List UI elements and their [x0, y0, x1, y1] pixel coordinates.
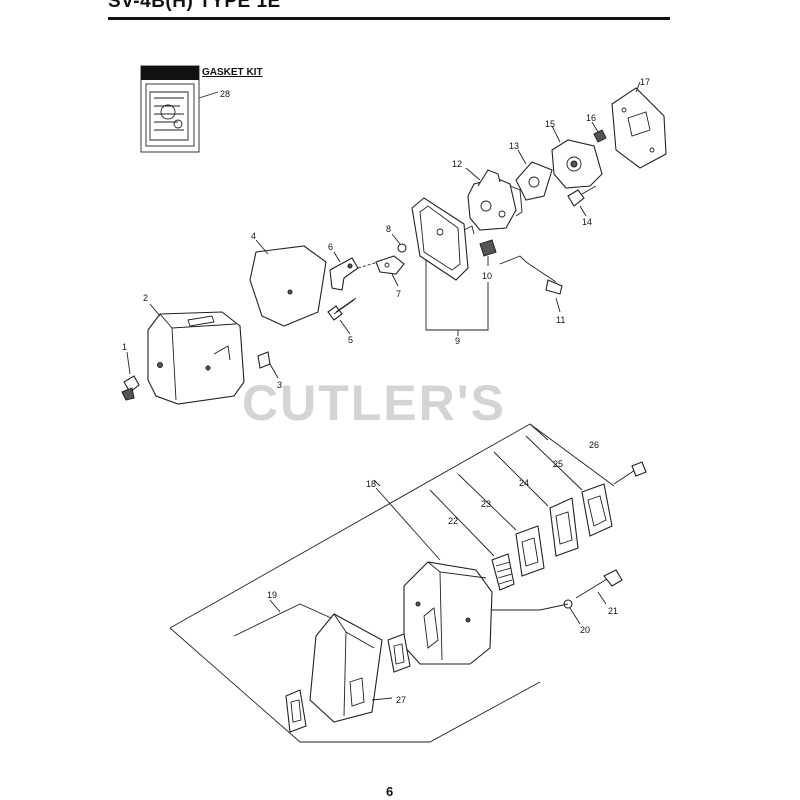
callout-8: 8: [386, 224, 391, 234]
part-5-bolt: [327, 297, 357, 321]
callout-9: 9: [455, 336, 460, 346]
callout-7: 7: [396, 289, 401, 299]
part-10-bushing: [479, 239, 497, 257]
callout-3: 3: [277, 380, 282, 390]
part-17-gasket: [611, 87, 667, 169]
callout-17: 17: [640, 77, 650, 87]
callout-23: 23: [481, 499, 491, 509]
exhaust-gasket-lower: [285, 689, 307, 733]
part-6-bracket: [329, 257, 379, 291]
exhaust-gasket-upper: [387, 633, 411, 673]
part-26-bolt: [613, 461, 647, 485]
part-12-carburetor: [467, 169, 523, 231]
callout-22: 22: [448, 516, 458, 526]
part-7-plate: [375, 255, 405, 275]
callout-5: 5: [348, 335, 353, 345]
callout-13: 13: [509, 141, 519, 151]
part-24-gasket: [549, 497, 579, 557]
part-21-bolt: [575, 569, 623, 599]
callout-24: 24: [519, 478, 529, 488]
callout-11: 11: [556, 315, 565, 325]
header-rule: [108, 17, 670, 20]
part-15-housing: [551, 139, 603, 189]
callout-27: 27: [396, 695, 406, 705]
part-4-filter-element: [249, 245, 327, 327]
part-13-insulator: [515, 161, 553, 201]
gasket-kit-illustration: [140, 65, 200, 153]
callout-16: 16: [586, 113, 596, 123]
watermark: CUTLER'S: [242, 375, 506, 431]
part-23-gasket: [515, 525, 545, 577]
page-number: 6: [386, 784, 394, 799]
callout-25: 25: [553, 459, 563, 469]
callout-6: 6: [328, 242, 333, 252]
page-header-title: SV-4B(H) TYPE 1E: [108, 0, 281, 12]
part-2-air-cleaner-cover: [147, 311, 245, 405]
gasket-kit-label: GASKET KIT: [202, 67, 263, 78]
callout-15: 15: [545, 119, 555, 129]
leader-28: [198, 91, 219, 99]
callout-10: 10: [482, 271, 492, 281]
callout-20: 20: [580, 625, 590, 635]
part-8-washer: [397, 243, 407, 253]
part-9-air-cleaner-base: [411, 197, 475, 281]
part-18-muffler: [403, 561, 493, 665]
part-25-plate: [581, 483, 613, 537]
callout-12: 12: [452, 159, 462, 169]
callout-1: 1: [122, 342, 127, 352]
callout-18: 18: [366, 479, 376, 489]
callout-labels: 1 2 3 4 5 6 7 8 9 10 11 12 13 14 15 16 1…: [122, 77, 650, 705]
part-11-choke-rod: [499, 255, 563, 295]
callout-21: 21: [608, 606, 618, 616]
callout-19: 19: [267, 590, 277, 600]
callout-4: 4: [251, 231, 256, 241]
part-27-heat-shield: [309, 613, 383, 723]
part-16-nut: [593, 129, 607, 143]
callout-2: 2: [143, 293, 148, 303]
part-3-gasket: [257, 351, 271, 369]
part-1-plug: [121, 375, 140, 401]
callout-26: 26: [589, 440, 599, 450]
callout-28: 28: [220, 89, 230, 99]
callout-14: 14: [582, 217, 592, 227]
part-22-spark-screen: [491, 553, 515, 591]
part-14-bolt: [567, 185, 597, 207]
